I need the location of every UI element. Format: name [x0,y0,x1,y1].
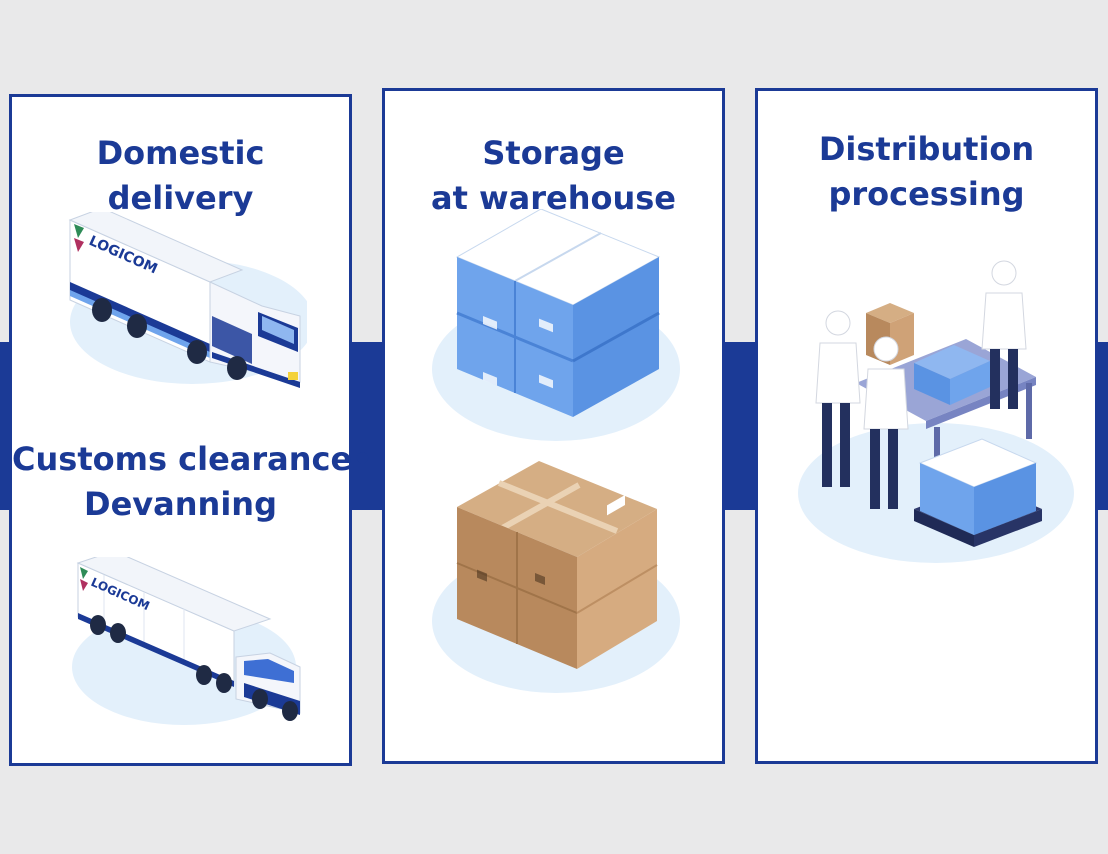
panel-storage-at-warehouse: Storage at warehouse [382,88,725,764]
section-title: Storage at warehouse [385,131,722,221]
title-line: delivery [107,179,254,217]
section-title: Customs clearance• Devanning [12,437,373,527]
title-line: at warehouse [431,179,676,217]
title-line: Distribution [818,130,1035,168]
blue-crates-icon [432,209,680,441]
title-line: Customs clearance• [12,440,373,478]
panel-distribution-processing: Distribution processing [755,88,1098,764]
section-title: Domestic delivery [12,131,349,221]
title-line: Devanning [84,485,277,523]
box-truck-icon: LOGICOM [68,212,307,388]
cardboard-boxes-icon [432,461,680,693]
workers-at-table-icon [798,260,1074,563]
title-line: Domestic [96,134,265,172]
section-title: Distribution processing [758,127,1095,217]
title-line: processing [828,175,1025,213]
title-line: Storage [482,134,625,172]
panel-domestic-delivery: Domestic delivery LOGICOM Customs cleara… [9,94,373,766]
trailer-truck-icon: LOGICOM [72,557,301,725]
